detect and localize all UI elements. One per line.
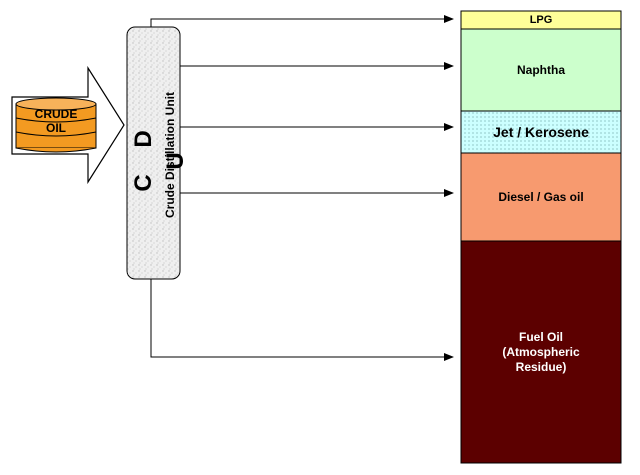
crude-oil-label: CRUDE OIL [34,107,78,135]
product-label-lpg: LPG [529,13,553,26]
connector-lpg [150,15,454,27]
band-fuel-oil [460,240,622,464]
band-diesel-gas-oil [460,152,622,242]
product-label-jet-kerosene: Jet / Kerosene [493,123,589,140]
crude-oil-drum-icon [15,97,97,153]
product-stack [460,10,622,464]
band-naphtha [460,28,622,112]
product-label-fuel-oil: Fuel Oil (Atmospheric Residue) [502,329,580,374]
band-jet-kerosene [460,110,622,154]
cdu-abbreviation: C D U [130,120,189,192]
cdu-column [126,26,181,280]
connector-fuel [150,279,454,361]
product-connectors [150,15,454,361]
product-label-naphtha: Naphtha [517,62,565,77]
product-label-diesel-gas-oil: Diesel / Gas oil [498,189,584,204]
cdu-full-name: Crude Distillation Unit [163,92,177,218]
